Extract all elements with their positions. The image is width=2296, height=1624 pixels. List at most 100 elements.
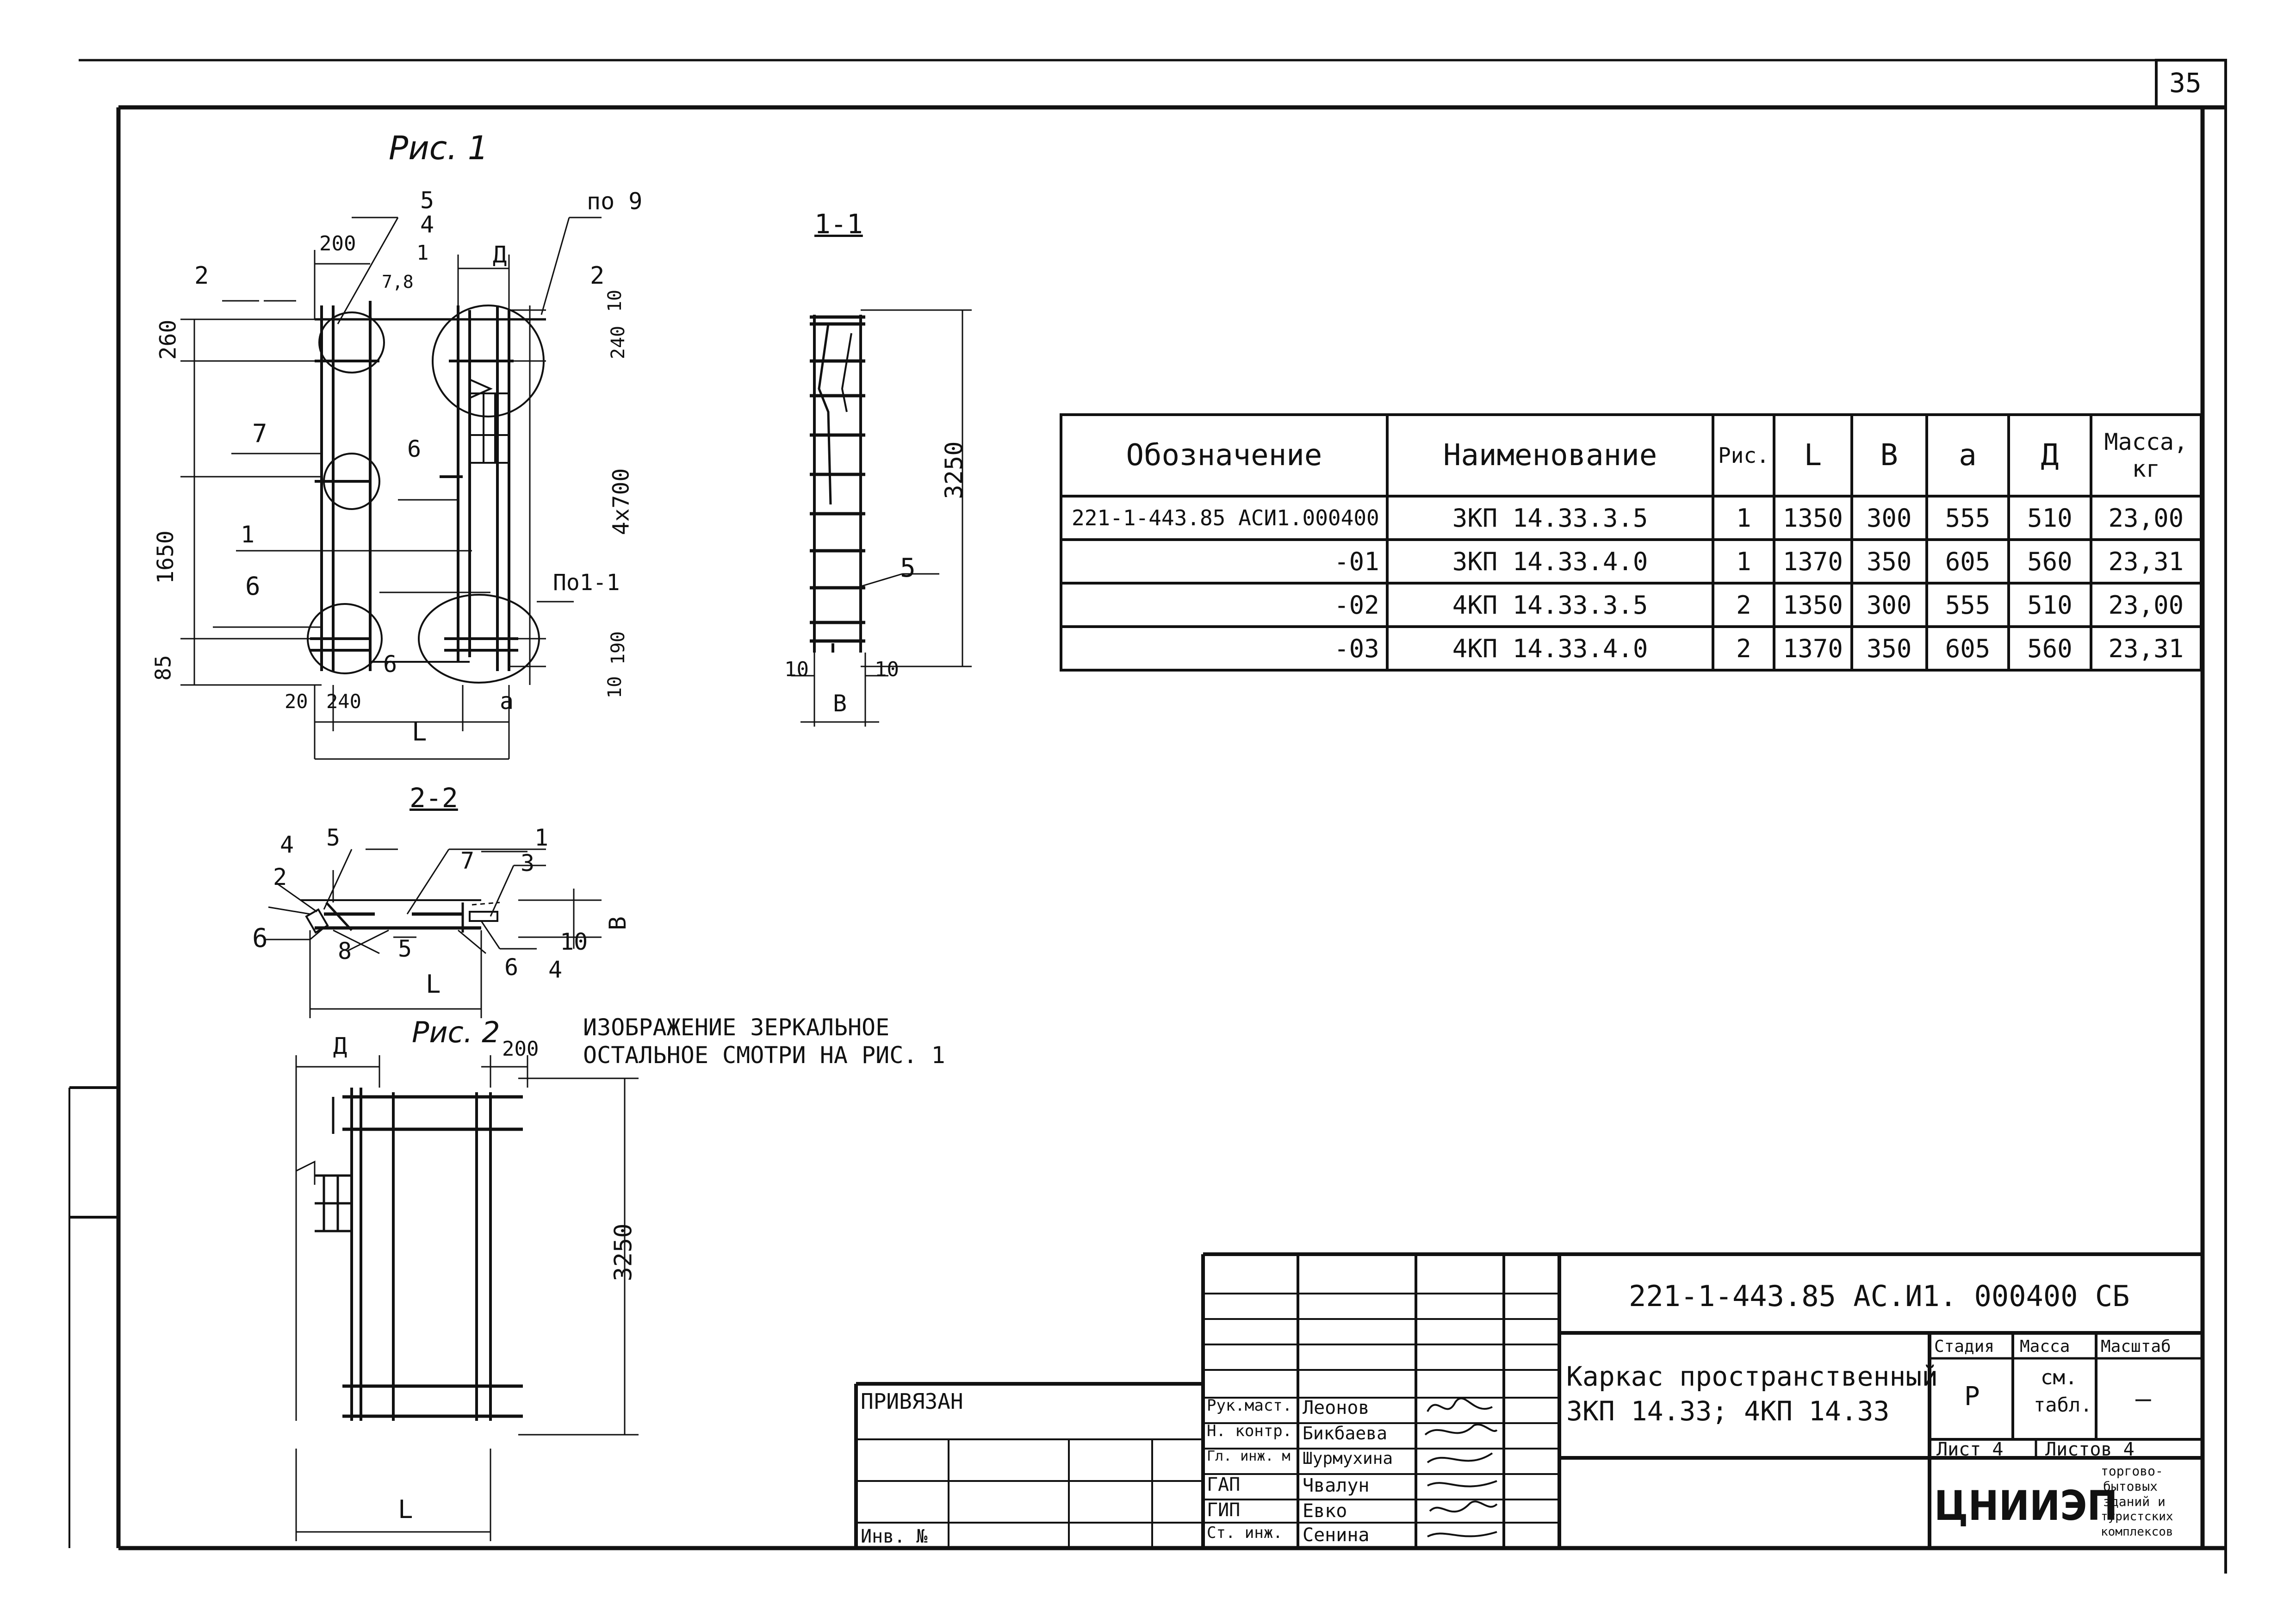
fig1-pos7: 7 bbox=[252, 419, 267, 448]
section-1-1-title: 1-1 bbox=[814, 208, 863, 240]
document-code: 221-1-443.85 АС.И1. 000400 СБ bbox=[1629, 1279, 2130, 1313]
sec22-L: L bbox=[426, 970, 441, 999]
section-1-1-drawing bbox=[791, 309, 972, 727]
org-desc-5: комплексов bbox=[2101, 1525, 2173, 1539]
sec11-d10a: 10 bbox=[784, 658, 809, 681]
fig2-note-line1: ИЗОБРАЖЕНИЕ ЗЕРКАЛЬНОЕ bbox=[583, 1014, 890, 1041]
cell-designation: -01 bbox=[1060, 538, 1389, 585]
fig2-delta: Д bbox=[333, 1033, 348, 1059]
fig1-d240b: 240 bbox=[326, 690, 361, 713]
cell-L: 1370 bbox=[1773, 625, 1853, 672]
fig1-pos4: 4 bbox=[420, 211, 434, 238]
fig1-drawing bbox=[180, 217, 602, 760]
sheets-label: Листов 4 bbox=[2045, 1439, 2135, 1460]
cell-B: 300 bbox=[1850, 495, 1928, 541]
fig2-drawing bbox=[295, 1055, 639, 1541]
org-desc-1: торгово- bbox=[2101, 1463, 2163, 1479]
sec22-p7: 7 bbox=[460, 847, 475, 874]
org-desc-4: туристских bbox=[2101, 1510, 2173, 1524]
sec22-p5b: 5 bbox=[398, 935, 412, 962]
role-gap: ГАП bbox=[1207, 1474, 1241, 1495]
name-shurmukhina: Шурмухина bbox=[1303, 1449, 1393, 1468]
cell-delta: 510 bbox=[2007, 495, 2092, 541]
col-header-fig: Рис. bbox=[1712, 413, 1776, 498]
name-chvalun: Чвалун bbox=[1303, 1475, 1370, 1496]
role-st-inzh: Ст. инж. bbox=[1207, 1524, 1283, 1542]
fig2-L: L bbox=[398, 1495, 413, 1524]
page-number: 35 bbox=[2169, 67, 2202, 99]
org-desc-2: бытовых bbox=[2103, 1479, 2158, 1494]
inv-number-label: Инв. № bbox=[861, 1526, 928, 1547]
drawing-title-line2: 3КП 14.33; 4КП 14.33 bbox=[1566, 1395, 1890, 1427]
cell-L: 1350 bbox=[1773, 582, 1853, 628]
mass-label: Масса bbox=[2020, 1337, 2070, 1356]
sec11-pos5: 5 bbox=[900, 553, 916, 583]
specification-table: Обозначение Наименование Рис. L В а Д Ма… bbox=[1060, 413, 2203, 672]
fig1-pos6c: 6 bbox=[383, 651, 397, 678]
sec22-p10: 10 bbox=[560, 928, 588, 955]
sec22-p4b: 4 bbox=[548, 956, 563, 983]
sec22-p6a: 6 bbox=[252, 923, 268, 953]
sec11-d10b: 10 bbox=[875, 658, 899, 681]
mass-value-line1: см. bbox=[2041, 1366, 2078, 1389]
cell-a: 605 bbox=[1925, 538, 2011, 585]
mass-value-line2: табл. bbox=[2034, 1394, 2092, 1416]
role-gip: ГИП bbox=[1207, 1500, 1241, 1521]
cell-name: 4КП 14.33.3.5 bbox=[1385, 582, 1715, 628]
name-senina: Сенина bbox=[1303, 1524, 1370, 1546]
section-2-2-title: 2-2 bbox=[410, 782, 458, 814]
section-2-2-drawing bbox=[264, 848, 602, 1018]
org-desc-3: зданий и bbox=[2103, 1494, 2166, 1509]
fig1-cut2b: 2 bbox=[590, 262, 605, 290]
fig1-po1: По1-1 bbox=[553, 570, 620, 596]
signatures bbox=[1424, 1397, 1498, 1537]
cell-delta: 560 bbox=[2007, 538, 2092, 585]
cell-name: 4КП 14.33.4.0 bbox=[1385, 625, 1715, 672]
col-header-delta: Д bbox=[2007, 413, 2092, 498]
fig1-title: Рис. 1 bbox=[389, 129, 489, 167]
fig1-d20: 20 bbox=[285, 690, 308, 713]
role-gl-inzh: Гл. инж. м bbox=[1207, 1448, 1291, 1464]
cell-fig: 2 bbox=[1712, 582, 1776, 628]
scale-value: — bbox=[2135, 1384, 2151, 1414]
drawing-title-line1: Каркас пространственный bbox=[1566, 1361, 1938, 1392]
role-ruk-mast: Рук.маст. bbox=[1207, 1396, 1292, 1415]
cell-name: 3КП 14.33.3.5 bbox=[1385, 495, 1715, 541]
fig1-pos6a: 6 bbox=[407, 436, 422, 462]
col-header-a: а bbox=[1925, 413, 2011, 498]
cell-mass: 23,31 bbox=[2089, 625, 2203, 672]
cell-B: 350 bbox=[1850, 538, 1928, 585]
cell-fig: 1 bbox=[1712, 495, 1776, 541]
sec11-B: В bbox=[833, 690, 847, 717]
col-header-L: L bbox=[1773, 413, 1853, 498]
fig1-pos5: 5 bbox=[420, 187, 434, 214]
col-header-name: Наименование bbox=[1385, 413, 1715, 498]
cell-delta: 560 bbox=[2007, 625, 2092, 672]
scale-label: Масштаб bbox=[2101, 1337, 2171, 1356]
col-header-B: В bbox=[1850, 413, 1928, 498]
cell-L: 1370 bbox=[1773, 538, 1853, 585]
fig1-d78: 7,8 bbox=[382, 272, 414, 292]
cell-fig: 2 bbox=[1712, 625, 1776, 672]
sec22-p2: 2 bbox=[273, 864, 287, 890]
sec22-p4: 4 bbox=[280, 831, 294, 858]
col-header-designation: Обозначение bbox=[1060, 413, 1389, 498]
name-bikbaeva: Бикбаева bbox=[1303, 1423, 1388, 1444]
cell-a: 555 bbox=[1925, 582, 2011, 628]
stage-label: Стадия bbox=[1934, 1337, 1995, 1356]
cell-a: 555 bbox=[1925, 495, 2011, 541]
fig1-po9: по 9 bbox=[587, 188, 643, 215]
cell-L: 1350 bbox=[1773, 495, 1853, 541]
table-row: -01 3КП 14.33.4.0 1 1370 350 605 560 23,… bbox=[1060, 538, 2203, 585]
stage-value: Р bbox=[1964, 1381, 1980, 1412]
sec22-p8: 8 bbox=[338, 938, 352, 964]
cell-designation: -03 bbox=[1060, 625, 1389, 672]
name-leonov: Леонов bbox=[1303, 1397, 1370, 1419]
sec22-p3: 3 bbox=[521, 850, 535, 877]
fig1-delta: Д bbox=[493, 241, 507, 268]
cell-delta: 510 bbox=[2007, 582, 2092, 628]
cell-mass: 23,31 bbox=[2089, 538, 2203, 585]
table-header-row: Обозначение Наименование Рис. L В а Д Ма… bbox=[1060, 413, 2203, 498]
privyazan-label: ПРИВЯЗАН bbox=[861, 1389, 963, 1414]
